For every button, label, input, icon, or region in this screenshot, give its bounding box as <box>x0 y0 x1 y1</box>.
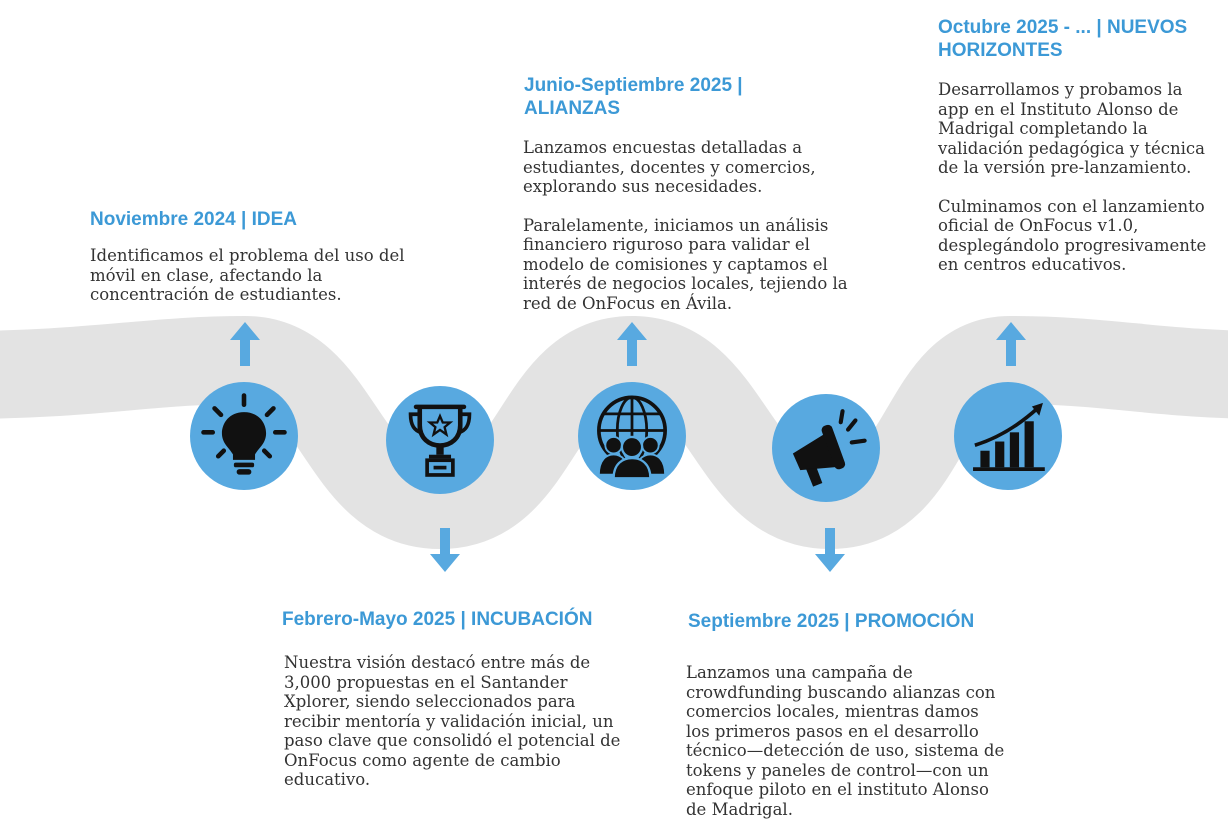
incubacion-title: Febrero-Mayo 2025 | INCUBACIÓN <box>282 609 593 630</box>
alianzas-title-text: Junio-Septiembre 2025 | ALIANZAS <box>524 75 743 119</box>
alianzas-paragraph-1: Lanzamos encuestas detalladas a estudian… <box>523 138 816 196</box>
horizontes-circle <box>954 382 1062 490</box>
up-arrow-icon <box>617 322 647 366</box>
horizontes-paragraph-2: Culminamos con el lanzamiento oficial de… <box>938 196 1207 275</box>
alianzas-description: Lanzamos encuestas detalladas a estudian… <box>523 138 873 332</box>
alianzas-circle <box>578 382 686 490</box>
down-arrow-icon <box>430 528 460 572</box>
promocion-paragraph: Lanzamos una campaña de crowdfunding bus… <box>686 663 1005 819</box>
lightbulb-icon <box>201 393 287 475</box>
growth-chart-icon <box>973 402 1045 471</box>
horizontes-title: Octubre 2025 - ... | NUEVOS HORIZONTES <box>938 16 1198 62</box>
down-arrow-icon <box>815 528 845 572</box>
up-arrow-icon <box>230 322 260 366</box>
horizontes-paragraph-1: Desarrollamos y probamos la app en el In… <box>938 80 1206 177</box>
incubacion-description: Nuestra visión destacó entre más de 3,00… <box>284 653 624 809</box>
alianzas-title: Junio-Septiembre 2025 | ALIANZAS <box>524 74 774 120</box>
promocion-circle <box>772 394 880 502</box>
idea-description: Identificamos el problema del uso del mó… <box>90 246 410 324</box>
up-arrow-icon <box>996 322 1026 366</box>
idea-circle <box>190 382 298 490</box>
alianzas-paragraph-2: Paralelamente, iniciamos un análisis fin… <box>523 215 848 313</box>
idea-paragraph: Identificamos el problema del uso del mó… <box>90 246 405 304</box>
promocion-title: Septiembre 2025 | PROMOCIÓN <box>688 611 975 632</box>
incubacion-paragraph: Nuestra visión destacó entre más de 3,00… <box>284 653 621 789</box>
globe-community-icon <box>597 395 667 480</box>
megaphone-icon <box>792 409 867 487</box>
incubacion-circle <box>386 386 494 494</box>
horizontes-description: Desarrollamos y probamos la app en el In… <box>938 80 1213 294</box>
idea-title: Noviembre 2024 | IDEA <box>90 209 298 230</box>
trophy-icon <box>408 404 472 477</box>
promocion-description: Lanzamos una campaña de crowdfunding bus… <box>686 663 1006 838</box>
horizontes-title-text: Octubre 2025 - ... | NUEVOS HORIZONTES <box>938 17 1188 61</box>
